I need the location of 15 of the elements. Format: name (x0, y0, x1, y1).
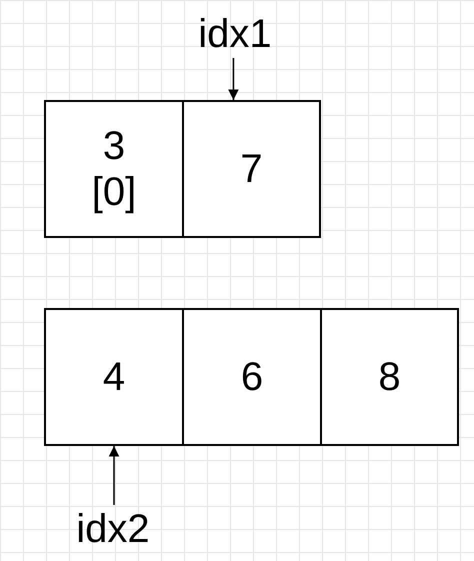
arrow (108, 446, 120, 505)
cell-value: 3 (102, 123, 126, 169)
cell-value: [0] (92, 169, 136, 215)
array-cell (320, 308, 459, 446)
cell-value: 8 (378, 354, 401, 400)
array-cell (182, 308, 322, 446)
cell-value: 6 (240, 354, 264, 400)
array-cell (44, 100, 184, 238)
pointer-label: idx1 (198, 11, 272, 57)
pointer-label: idx2 (76, 506, 150, 552)
array-cell (182, 100, 321, 238)
array-cell (44, 308, 184, 446)
cell-value: 7 (240, 146, 263, 192)
arrow (228, 58, 239, 100)
cell-value: 4 (102, 354, 126, 400)
